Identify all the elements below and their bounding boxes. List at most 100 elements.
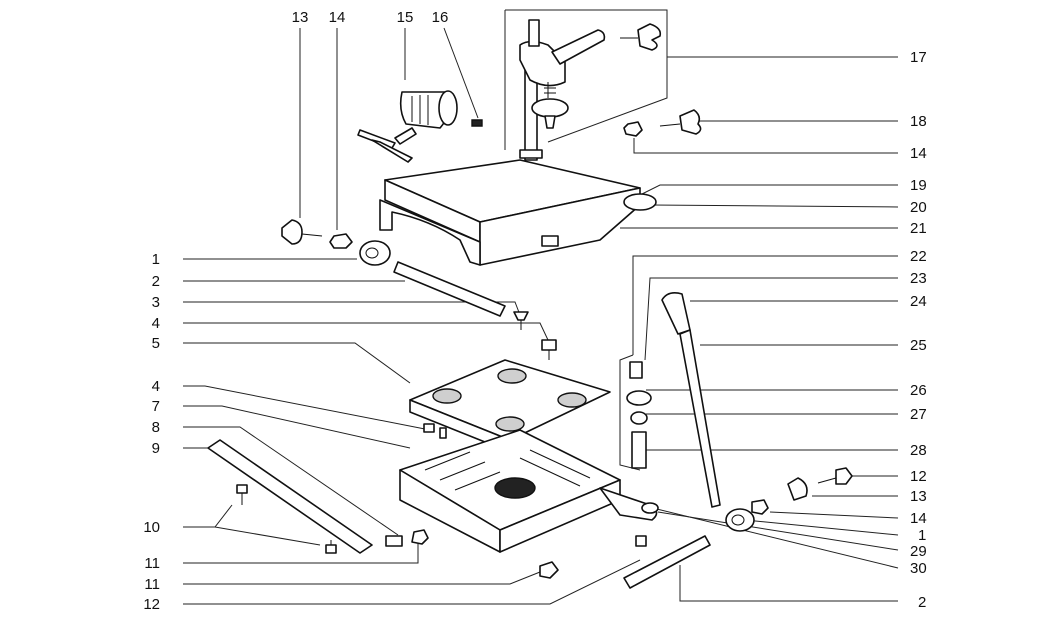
nut-11-b-body (539, 561, 559, 579)
top-table-leg (379, 199, 481, 266)
label-3: 3 (152, 294, 160, 311)
leader-lines (183, 9, 899, 605)
long-lever (661, 292, 721, 508)
chuck-key (357, 127, 417, 163)
wing-bolt-18-head (679, 109, 702, 135)
leader-8 (183, 426, 399, 536)
label-29: 29 (910, 543, 927, 560)
wing-knob-17 (620, 23, 662, 51)
label-5: 5 (152, 335, 160, 352)
chuck-jaws (438, 90, 458, 126)
label-23: 23 (910, 270, 927, 287)
pivot-ring (623, 193, 657, 211)
base-ribs (424, 449, 591, 491)
bushing-d (495, 416, 525, 432)
leader-16 (443, 27, 479, 119)
leader-7 (183, 405, 411, 449)
wing-bolt-18-stem (659, 123, 681, 127)
bolt-4-a-head (541, 339, 557, 351)
screw-10-a (236, 484, 248, 505)
bushing-a (432, 388, 462, 404)
label-24: 24 (910, 293, 927, 310)
stack-washer-26 (626, 390, 652, 406)
long-lever-shaft (679, 329, 721, 508)
label-11-b: 11 (144, 576, 160, 593)
bolt-4-a (541, 339, 557, 360)
leader-11-a (183, 540, 419, 564)
label-12-left: 12 (143, 596, 160, 613)
label-13-right: 13 (910, 488, 927, 505)
chuck-key-handle (357, 129, 396, 149)
label-1-right: 1 (918, 527, 926, 544)
foot-bar-9-body (207, 439, 373, 554)
label-15: 15 (397, 9, 414, 26)
base-pivot-eye (641, 502, 659, 514)
rod-2-right (623, 535, 711, 589)
leader-11-b (183, 571, 541, 585)
nut-11-a (411, 529, 429, 545)
base-center-hole (494, 477, 536, 499)
label-30: 30 (910, 560, 927, 577)
leader-23 (644, 277, 898, 361)
bolt-12-right (817, 467, 853, 485)
screw-16-head (471, 119, 483, 127)
bolt-8 (385, 529, 429, 547)
label-18: 18 (910, 113, 927, 130)
leader-12-left (183, 559, 641, 605)
rod-2-right-screw (635, 535, 647, 547)
screw-10-b (325, 540, 337, 554)
stack-screw-22 (629, 361, 643, 379)
bushing-b (497, 368, 527, 384)
leader-1-right (744, 519, 899, 536)
column-cap (528, 19, 540, 47)
rod-2-left-body (393, 261, 506, 317)
label-26: 26 (910, 382, 927, 399)
long-lever-grip (661, 292, 691, 335)
screw-3-head (513, 311, 529, 321)
collar-1-left (359, 240, 391, 266)
label-13-top: 13 (292, 9, 309, 26)
label-17: 17 (910, 49, 927, 66)
top-table (379, 159, 657, 266)
nut-14-top-body (329, 233, 353, 249)
label-10: 10 (143, 519, 160, 536)
collar-1-right (725, 508, 755, 532)
rod-2-right-body (623, 535, 711, 589)
label-28: 28 (910, 442, 927, 459)
label-2-left: 2 (152, 273, 160, 290)
drill-chuck (399, 90, 458, 129)
label-7: 7 (152, 398, 160, 415)
stack-ring-27 (630, 411, 648, 425)
clamp-screw (544, 115, 556, 129)
leader-4-a (183, 322, 549, 341)
clamp-foot (531, 98, 569, 118)
rod-2-left (393, 261, 506, 317)
collar-1-right-ring (725, 508, 755, 532)
wing-knob-17-head (637, 23, 662, 51)
wing-bolt-18 (659, 109, 702, 135)
clamp-stack (626, 361, 652, 469)
leader-5 (183, 342, 411, 384)
label-4-b: 4 (152, 378, 160, 395)
chuck-key-tip (394, 127, 417, 145)
stack-spring-28 (631, 431, 647, 469)
nut-14-top-right-body (623, 121, 643, 137)
pin-7 (439, 427, 447, 439)
knob-13-right-head (787, 477, 808, 501)
clamp-spring (544, 82, 556, 98)
base-casting (399, 429, 659, 553)
leader-19 (635, 184, 898, 198)
collar-1-left-hole (365, 247, 379, 259)
label-14-right-a: 14 (910, 145, 927, 162)
leader-29 (657, 511, 899, 551)
screw-3 (513, 311, 529, 330)
leader-30 (619, 499, 899, 569)
nut-14-right-body (751, 499, 769, 515)
foot-bar-9 (207, 439, 373, 554)
slide-plate-5 (409, 359, 611, 453)
leader-17 (504, 9, 898, 150)
label-12-right: 12 (910, 468, 927, 485)
bolt-8-head (385, 535, 403, 547)
bolt-4-b-head (423, 423, 435, 433)
